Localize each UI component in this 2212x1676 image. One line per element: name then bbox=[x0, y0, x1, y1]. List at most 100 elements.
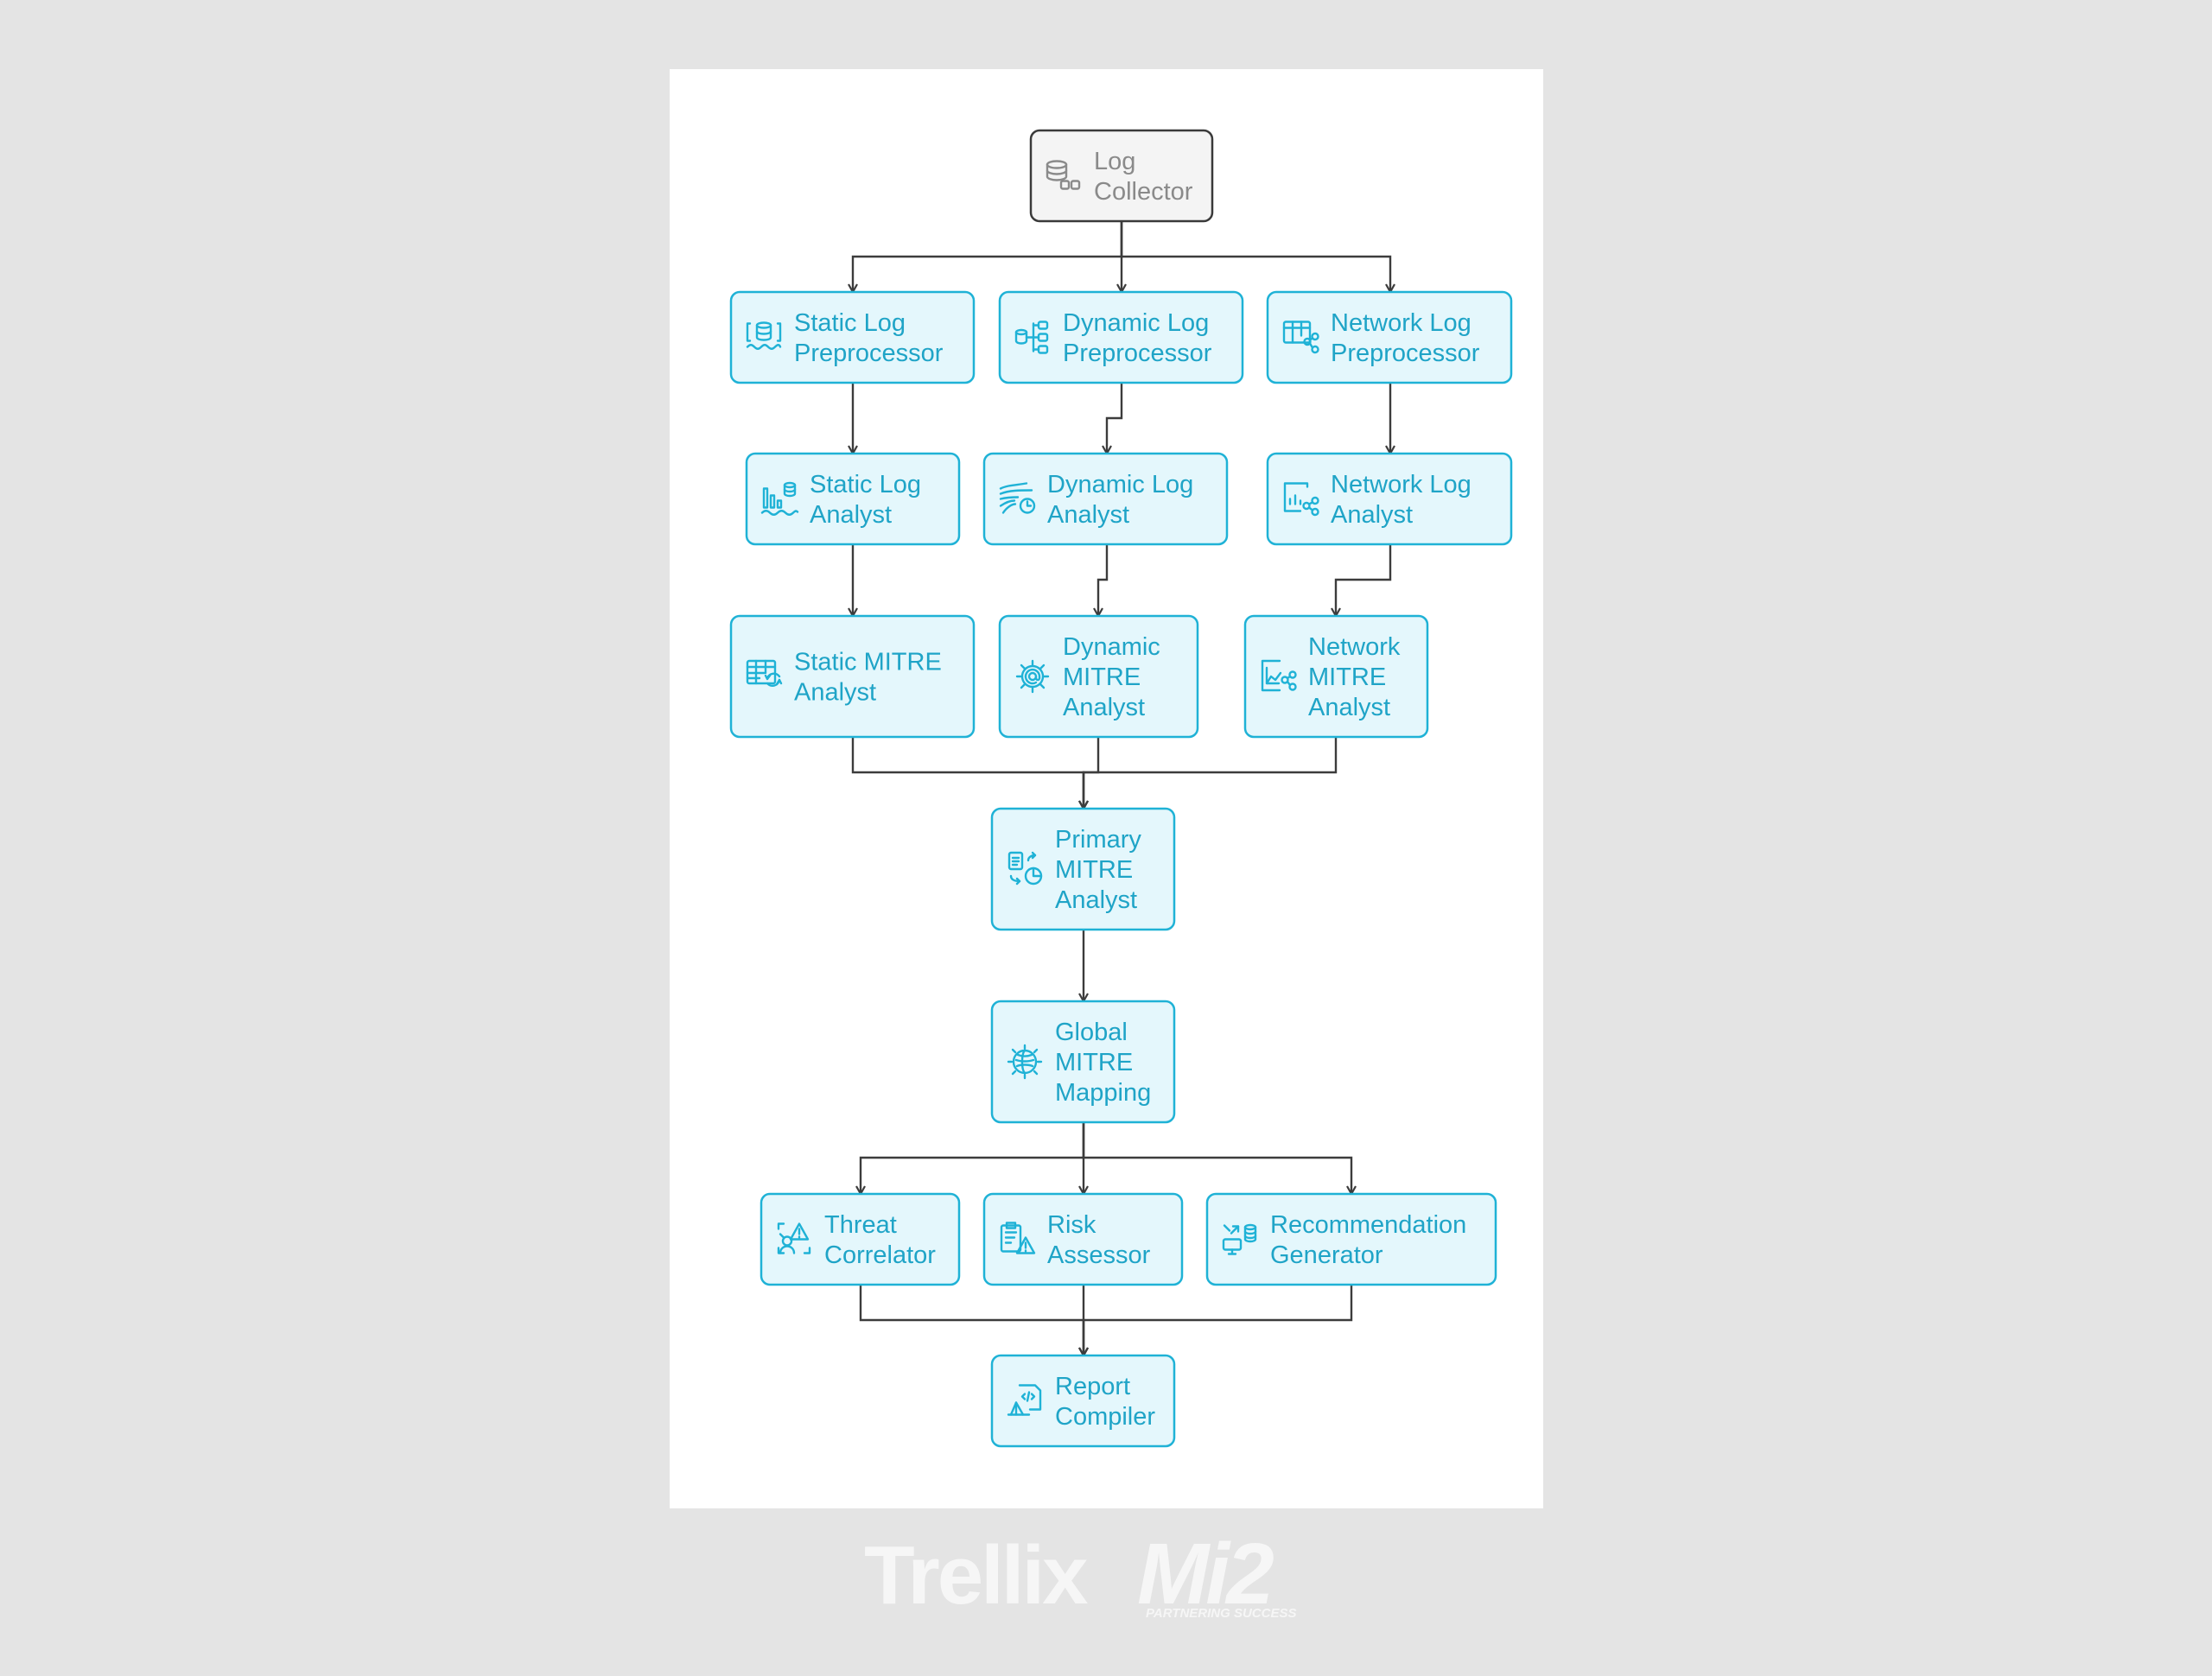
node-label-line: Threat bbox=[824, 1211, 897, 1239]
node-label-line: Network Log bbox=[1331, 309, 1471, 337]
node-label-line: MITRE bbox=[1055, 856, 1133, 884]
edge-network-mitre-analyst-to-primary-mitre-analyst bbox=[1078, 737, 1338, 810]
graph-network-icon bbox=[1261, 659, 1297, 692]
node-label-line: Risk bbox=[1047, 1211, 1096, 1239]
table-network-icon bbox=[1282, 321, 1319, 354]
node-box bbox=[982, 1192, 1184, 1286]
node-label-line: Log bbox=[1094, 148, 1135, 175]
database-monitor-icon bbox=[1222, 1223, 1257, 1255]
warning-scan-icon bbox=[777, 1222, 811, 1254]
node-label-line: Analyst bbox=[1308, 694, 1390, 721]
table-refresh-icon bbox=[746, 659, 783, 687]
gear-at-icon bbox=[1015, 659, 1050, 694]
node-label-line: MITRE bbox=[1063, 663, 1141, 691]
node-label-line: Network bbox=[1308, 633, 1401, 661]
node-label-line: Collector bbox=[1094, 178, 1193, 206]
partner-logo: Trellix Mi2 PARTNERING SUCCESS bbox=[864, 1527, 1296, 1622]
edge-global-mitre-mapping-to-threat-correlator bbox=[855, 1122, 1085, 1196]
node-box bbox=[990, 807, 1176, 931]
node-box bbox=[998, 614, 1199, 739]
node-label-line: Preprocessor bbox=[1331, 340, 1480, 367]
node-box bbox=[1266, 290, 1513, 384]
edge-dynamic-log-analyst-to-dynamic-mitre-analyst bbox=[1093, 544, 1109, 618]
chart-network-icon bbox=[1283, 482, 1319, 517]
node-label-line: Report bbox=[1055, 1373, 1130, 1400]
edge-static-mitre-analyst-to-primary-mitre-analyst bbox=[851, 737, 1089, 810]
edges-layer bbox=[848, 221, 1395, 1357]
wind-clock-icon bbox=[999, 482, 1036, 514]
mi2-logo-text: Mi2 bbox=[1137, 1527, 1274, 1622]
node-label-line: MITRE bbox=[1055, 1049, 1133, 1076]
node-label-line: Correlator bbox=[824, 1241, 936, 1269]
node-label-line: Mapping bbox=[1055, 1079, 1151, 1107]
code-document-icon bbox=[1007, 1384, 1042, 1416]
node-label-line: Recommendation bbox=[1270, 1211, 1466, 1239]
database-flow-icon bbox=[1014, 321, 1049, 354]
edge-global-mitre-mapping-to-recommendation-generator bbox=[1082, 1122, 1357, 1196]
node-label-line: Analyst bbox=[1063, 694, 1145, 721]
node-label-line: Static Log bbox=[810, 471, 921, 498]
node-label-line: Analyst bbox=[810, 501, 892, 529]
node-label-line: Analyst bbox=[794, 679, 876, 707]
node-box bbox=[982, 452, 1229, 546]
edge-threat-correlator-to-report-compiler bbox=[859, 1285, 1089, 1357]
logo-tagline: PARTNERING SUCCESS bbox=[1146, 1606, 1296, 1621]
document-exchange-icon bbox=[1007, 851, 1043, 886]
node-box bbox=[1205, 1192, 1497, 1286]
node-box bbox=[760, 1192, 961, 1286]
trellix-logo-text: Trellix bbox=[864, 1529, 1088, 1622]
node-label-line: Primary bbox=[1055, 826, 1141, 854]
edge-network-log-analyst-to-network-mitre-analyst bbox=[1331, 544, 1392, 618]
node-box bbox=[1029, 129, 1214, 223]
node-box bbox=[745, 452, 961, 546]
edge-log-collector-to-network-log-preprocessor bbox=[1120, 221, 1395, 294]
edge-log-collector-to-static-log-preprocessor bbox=[848, 221, 1123, 294]
node-label-line: Dynamic bbox=[1063, 633, 1160, 661]
node-label-line: Static MITRE bbox=[794, 649, 942, 676]
node-label-line: Compiler bbox=[1055, 1403, 1155, 1431]
node-static-mitre-analyst[interactable]: Static MITRE Analyst bbox=[729, 614, 976, 739]
edge-dynamic-log-preprocessor-to-dynamic-log-analyst bbox=[1102, 383, 1123, 455]
node-label-line: Static Log bbox=[794, 309, 906, 337]
node-box bbox=[1243, 614, 1429, 739]
node-box bbox=[729, 614, 976, 739]
node-label-line: Preprocessor bbox=[1063, 340, 1212, 367]
node-label-line: Generator bbox=[1270, 1241, 1383, 1269]
node-label-line: MITRE bbox=[1308, 663, 1386, 691]
node-label-line: Global bbox=[1055, 1019, 1128, 1046]
node-box bbox=[1266, 452, 1513, 546]
database-waves-icon bbox=[746, 321, 782, 350]
node-label-line: Network Log bbox=[1331, 471, 1471, 498]
node-label-line: Analyst bbox=[1047, 501, 1129, 529]
globe-gear-icon bbox=[1007, 1044, 1043, 1080]
node-box bbox=[990, 1354, 1176, 1448]
node-label-line: Dynamic Log bbox=[1063, 309, 1209, 337]
node-label-line: Analyst bbox=[1331, 501, 1413, 529]
database-icon bbox=[1046, 160, 1081, 190]
bar-chart-database-icon bbox=[760, 481, 799, 516]
node-label-line: Analyst bbox=[1055, 886, 1137, 914]
node-box bbox=[998, 290, 1244, 384]
edge-recommendation-generator-to-report-compiler bbox=[1078, 1285, 1353, 1357]
clipboard-warning-icon bbox=[1000, 1222, 1036, 1254]
node-label-line: Assessor bbox=[1047, 1241, 1151, 1269]
node-label-line: Preprocessor bbox=[794, 340, 944, 367]
node-box bbox=[990, 1000, 1176, 1124]
